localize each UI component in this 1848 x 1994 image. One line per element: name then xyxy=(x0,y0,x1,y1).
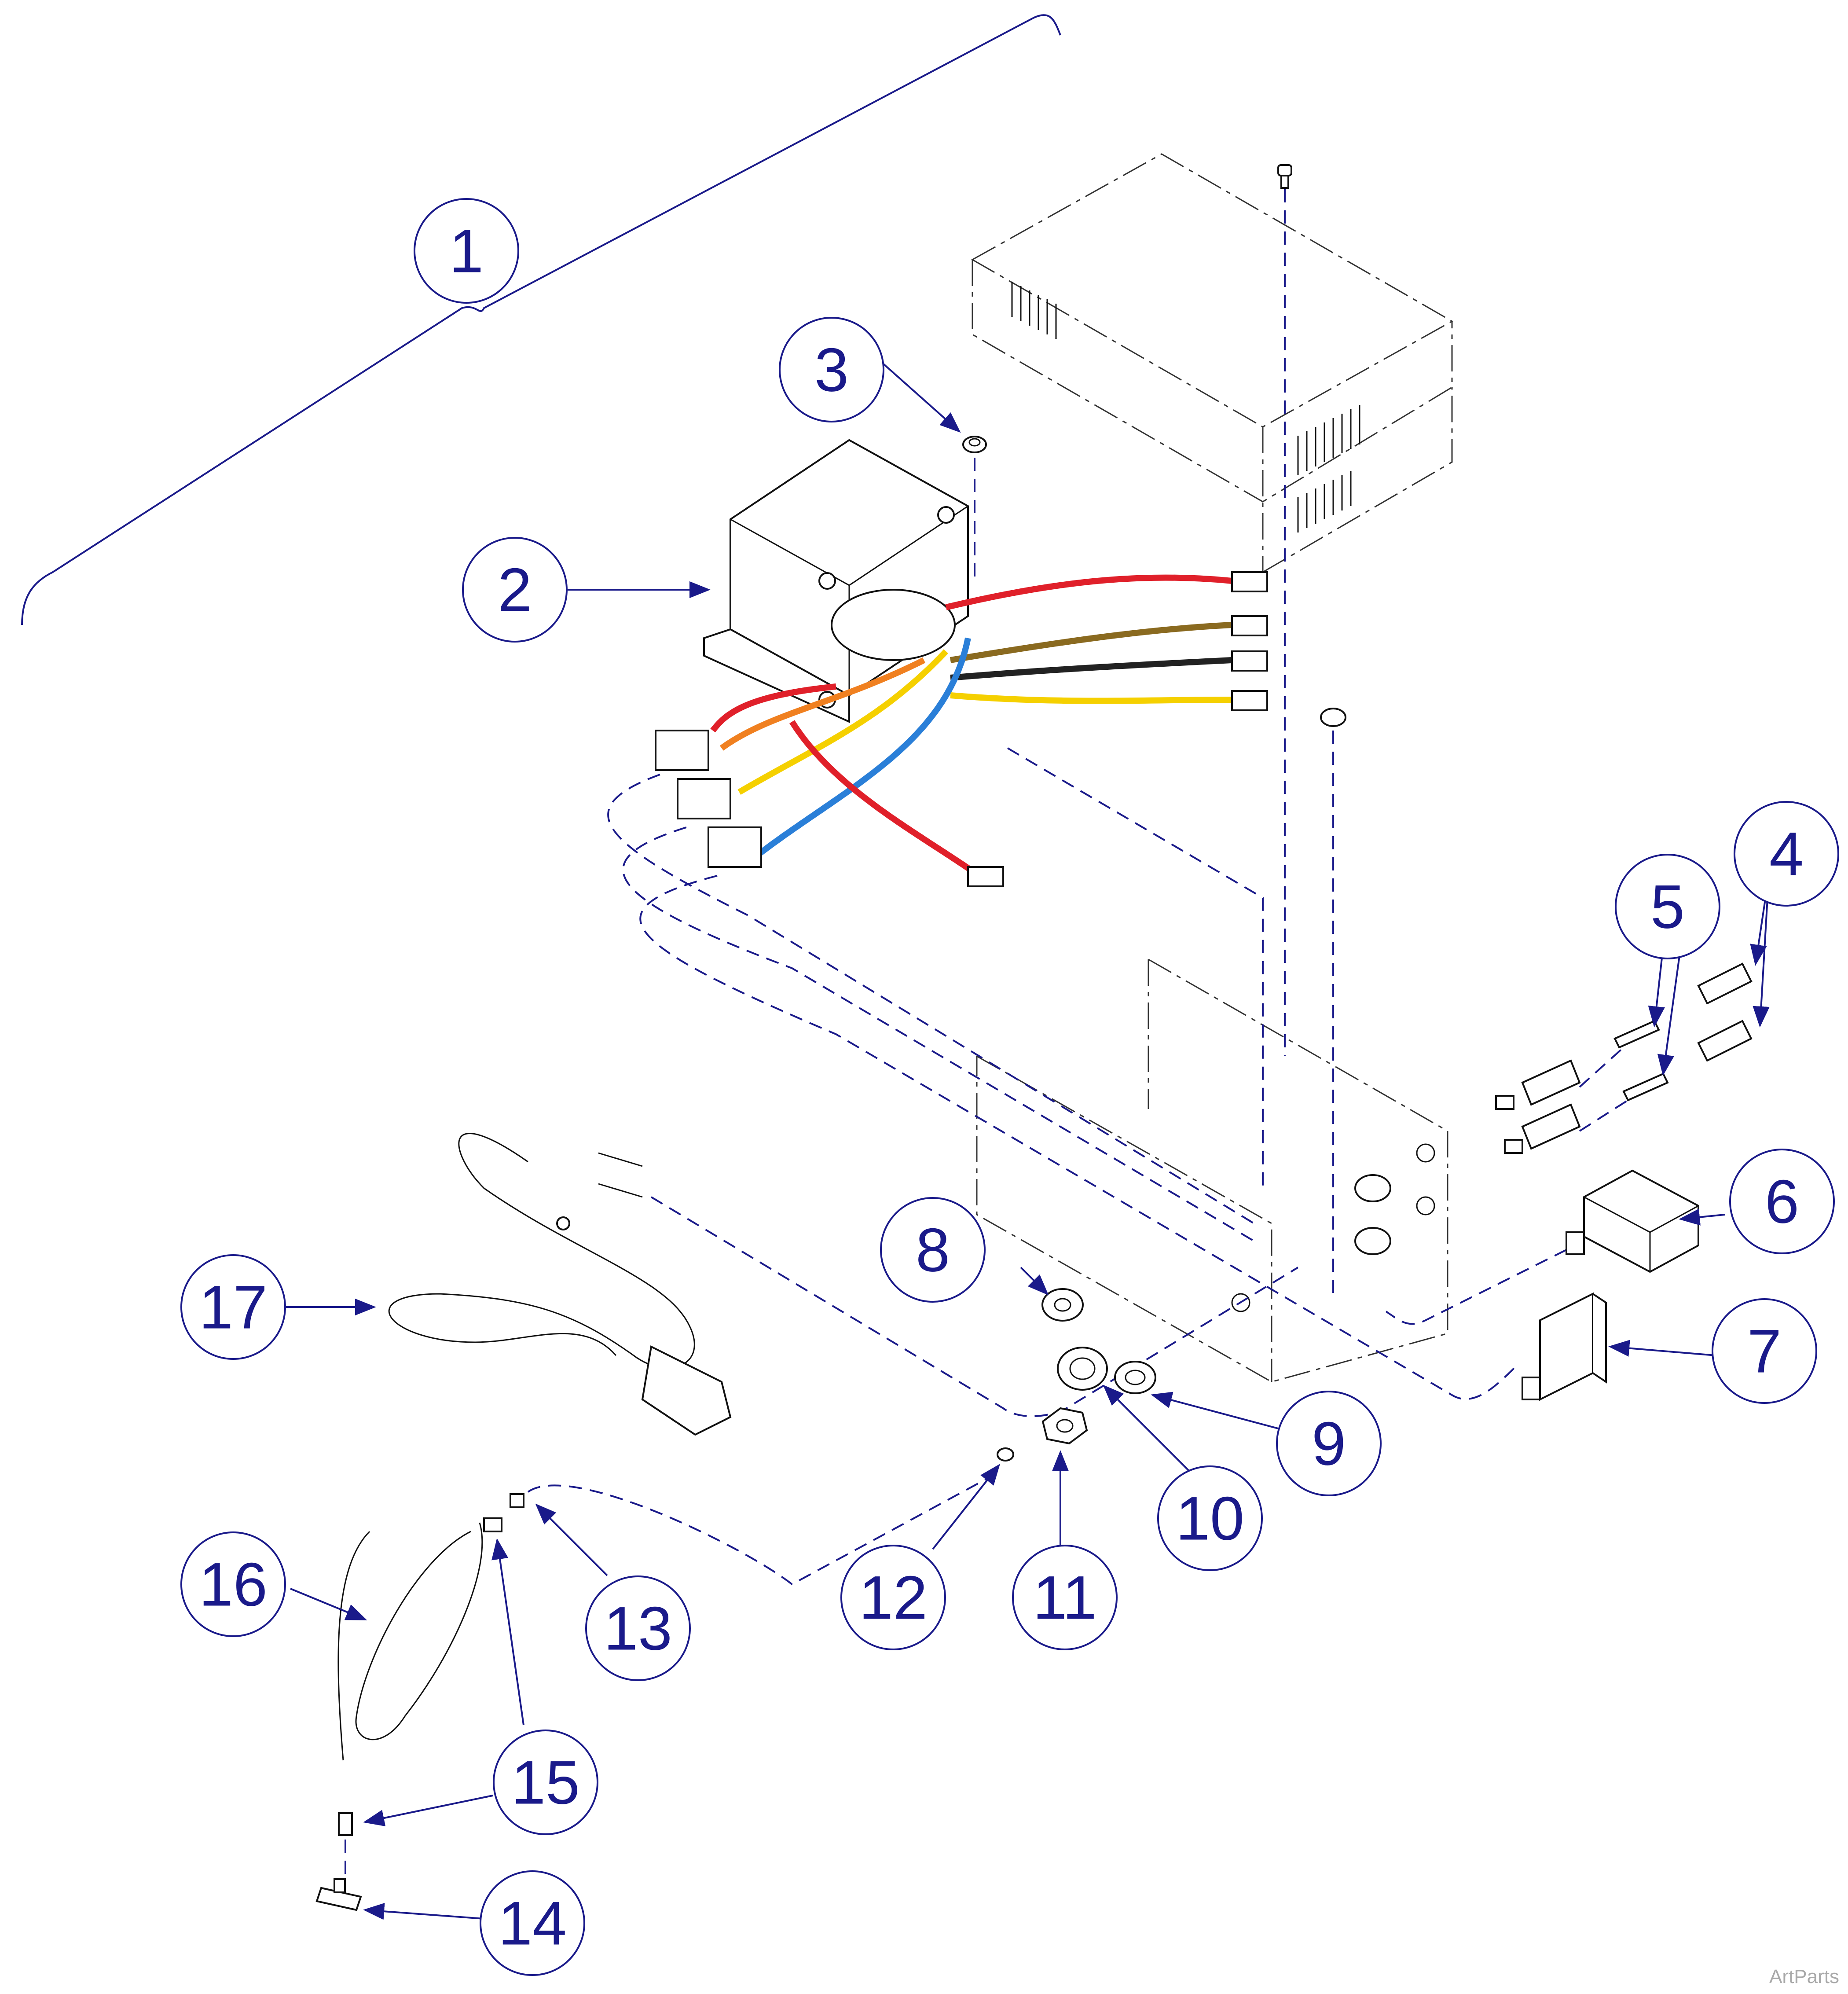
callout-9: 9 xyxy=(1276,1391,1382,1496)
callout-11-label: 11 xyxy=(1033,1563,1096,1632)
tee-fitting xyxy=(315,1878,362,1911)
callout-2-label: 2 xyxy=(498,555,532,624)
callout-7: 7 xyxy=(1712,1298,1817,1404)
cover-screw xyxy=(1277,164,1292,189)
callout-3-label: 3 xyxy=(814,335,849,404)
transformer xyxy=(703,439,969,723)
callout-2: 2 xyxy=(462,537,568,643)
push-switch xyxy=(1522,1292,1607,1401)
chassis-nuts xyxy=(1354,1174,1391,1255)
tubing xyxy=(337,1522,483,1761)
rocker-switch xyxy=(1566,1169,1699,1273)
callout-12: 12 xyxy=(840,1545,946,1650)
assembly-bracket xyxy=(21,14,1061,625)
standoff-nut xyxy=(1320,708,1346,727)
callout-6-label: 6 xyxy=(1765,1167,1799,1236)
cover xyxy=(971,153,1454,573)
callout-13-label: 13 xyxy=(604,1594,672,1663)
callout-15-label: 15 xyxy=(511,1748,580,1817)
callout-7-label: 7 xyxy=(1747,1317,1782,1386)
callout-4: 4 xyxy=(1734,801,1839,907)
hex-nut xyxy=(1041,1407,1088,1445)
fuses xyxy=(1613,1020,1669,1102)
callout-17-label: 17 xyxy=(199,1273,268,1342)
small-washer xyxy=(997,1447,1014,1462)
tube-connector xyxy=(338,1812,353,1836)
callout-1-label: 1 xyxy=(449,217,484,286)
chassis-plate xyxy=(976,958,1448,1383)
callout-1: 1 xyxy=(414,198,519,304)
callout-5-label: 5 xyxy=(1650,872,1685,941)
fuse-caps xyxy=(1697,962,1753,1062)
callout-14: 14 xyxy=(480,1870,585,1976)
callout-3: 3 xyxy=(779,317,884,422)
barb-fitting xyxy=(483,1493,524,1532)
callout-11: 11 xyxy=(1012,1545,1118,1650)
transformer-nut xyxy=(962,436,987,453)
callout-6: 6 xyxy=(1729,1149,1835,1254)
callout-8: 8 xyxy=(880,1197,986,1303)
power-cord xyxy=(388,1133,732,1436)
wire-harness-left xyxy=(655,637,1004,887)
callout-10: 10 xyxy=(1157,1465,1263,1571)
callout-5: 5 xyxy=(1615,854,1720,959)
callout-15: 15 xyxy=(493,1730,598,1835)
callout-13: 13 xyxy=(585,1575,691,1681)
callout-4-label: 4 xyxy=(1769,819,1804,889)
watermark: ArtParts xyxy=(1769,1966,1839,1987)
grommet xyxy=(1041,1288,1084,1322)
callout-16-label: 16 xyxy=(199,1550,268,1619)
wire-harness-right xyxy=(945,571,1268,711)
fuse-holders xyxy=(1495,1059,1581,1154)
strain-relief-bushing xyxy=(1057,1347,1108,1391)
callout-16: 16 xyxy=(180,1531,286,1637)
callout-8-label: 8 xyxy=(916,1215,950,1285)
callout-10-label: 10 xyxy=(1176,1484,1244,1553)
callout-12-label: 12 xyxy=(859,1563,928,1632)
washer xyxy=(1114,1361,1156,1394)
callout-9-label: 9 xyxy=(1312,1409,1346,1478)
callout-17: 17 xyxy=(180,1254,286,1360)
callout-14-label: 14 xyxy=(498,1889,567,1958)
